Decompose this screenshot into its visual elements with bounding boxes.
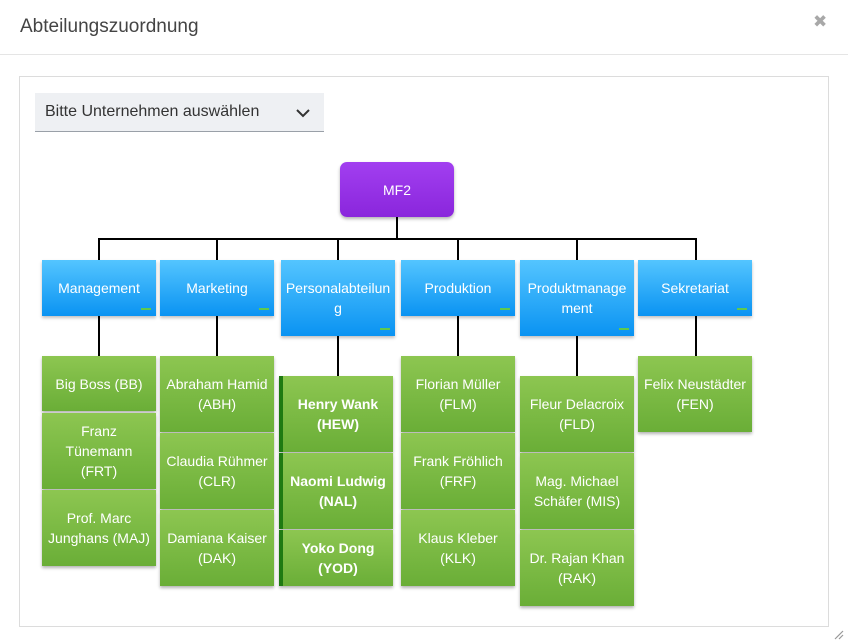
employee-node[interactable]: Abraham Hamid (ABH) bbox=[160, 356, 274, 432]
close-icon[interactable]: ✖ bbox=[813, 12, 828, 31]
connector-emp-4 bbox=[457, 316, 459, 356]
connector-dept-2 bbox=[216, 238, 218, 260]
employee-label: Dr. Rajan Khan (RAK) bbox=[529, 550, 625, 586]
collapse-icon[interactable] bbox=[500, 308, 510, 310]
collapse-icon[interactable] bbox=[380, 328, 390, 330]
employee-node[interactable]: Mag. Michael Schäfer (MIS) bbox=[520, 453, 634, 529]
org-chart-panel bbox=[19, 76, 829, 627]
dept-label: Produktmanagement bbox=[527, 280, 627, 316]
employee-label: Naomi Ludwig (NAL) bbox=[290, 473, 386, 509]
connector-dept-4 bbox=[457, 238, 459, 260]
dept-personalabteilung[interactable]: Personalabteilung bbox=[281, 260, 395, 336]
connector-dept-3 bbox=[337, 238, 339, 260]
dept-label: Management bbox=[58, 280, 140, 296]
employee-label: Abraham Hamid (ABH) bbox=[166, 376, 268, 412]
employee-node-selected[interactable]: Yoko Dong (YOD) bbox=[279, 530, 393, 586]
dept-label: Personalabteilung bbox=[285, 280, 391, 316]
employee-label: Big Boss (BB) bbox=[55, 375, 143, 392]
connector-emp-2 bbox=[216, 316, 218, 356]
employee-label: Fleur Delacroix (FLD) bbox=[529, 396, 625, 432]
employee-node[interactable]: Prof. Marc Junghans (MAJ) bbox=[42, 490, 156, 566]
collapse-icon[interactable] bbox=[737, 308, 747, 310]
employee-node-selected[interactable]: Henry Wank (HEW) bbox=[279, 376, 393, 452]
employee-node[interactable]: Fleur Delacroix (FLD) bbox=[520, 376, 634, 452]
chevron-down-icon bbox=[296, 109, 310, 118]
dept-management[interactable]: Management bbox=[42, 260, 156, 316]
dept-sekretariat[interactable]: Sekretariat bbox=[638, 260, 752, 316]
employee-node[interactable]: Franz Tünemann (FRT) bbox=[42, 413, 156, 489]
employee-label: Frank Fröhlich (FRF) bbox=[413, 453, 503, 489]
employee-label: Damiana Kaiser (DAK) bbox=[167, 530, 267, 566]
dialog-header: Abteilungszuordnung ✖ bbox=[0, 0, 848, 55]
connector-dept-1 bbox=[98, 238, 100, 260]
employee-node[interactable]: Dr. Rajan Khan (RAK) bbox=[520, 530, 634, 606]
company-select-label: Bitte Unternehmen auswählen bbox=[45, 103, 260, 120]
employee-label: Florian Müller (FLM) bbox=[415, 376, 501, 412]
collapse-icon[interactable] bbox=[141, 308, 151, 310]
employee-node[interactable]: Florian Müller (FLM) bbox=[401, 356, 515, 432]
dept-label: Produktion bbox=[424, 280, 492, 296]
connector-emp-5 bbox=[576, 336, 578, 376]
company-select[interactable]: Bitte Unternehmen auswählen bbox=[35, 93, 324, 132]
collapse-icon[interactable] bbox=[259, 308, 269, 310]
dept-produktmanagement[interactable]: Produktmanagement bbox=[520, 260, 634, 336]
employee-node[interactable]: Big Boss (BB) bbox=[42, 356, 156, 411]
employee-label: Felix Neustädter (FEN) bbox=[644, 376, 746, 412]
resize-handle-icon[interactable] bbox=[832, 628, 844, 640]
connector-emp-6 bbox=[695, 316, 697, 356]
employee-node[interactable]: Damiana Kaiser (DAK) bbox=[160, 510, 274, 586]
employee-label: Henry Wank (HEW) bbox=[297, 396, 379, 432]
dialog-title: Abteilungszuordnung bbox=[20, 16, 199, 37]
org-root-node[interactable]: MF2 bbox=[340, 162, 454, 217]
employee-node[interactable]: Klaus Kleber (KLK) bbox=[401, 510, 515, 586]
connector-dept-6 bbox=[695, 238, 697, 260]
employee-node-selected[interactable]: Naomi Ludwig (NAL) bbox=[279, 453, 393, 529]
employee-node[interactable]: Frank Fröhlich (FRF) bbox=[401, 433, 515, 509]
employee-label: Mag. Michael Schäfer (MIS) bbox=[533, 473, 621, 509]
connector-emp-3 bbox=[337, 336, 339, 376]
employee-label: Franz Tünemann (FRT) bbox=[65, 423, 133, 479]
dept-label: Sekretariat bbox=[661, 280, 729, 296]
employee-node[interactable]: Felix Neustädter (FEN) bbox=[638, 356, 752, 432]
collapse-icon[interactable] bbox=[619, 328, 629, 330]
connector-horizontal bbox=[98, 238, 697, 240]
dept-marketing[interactable]: Marketing bbox=[160, 260, 274, 316]
employee-node[interactable]: Claudia Rühmer (CLR) bbox=[160, 433, 274, 509]
employee-label: Klaus Kleber (KLK) bbox=[418, 530, 498, 566]
dept-produktion[interactable]: Produktion bbox=[401, 260, 515, 316]
connector-root-down bbox=[396, 217, 398, 239]
employee-label: Yoko Dong (YOD) bbox=[301, 540, 375, 576]
employee-label: Prof. Marc Junghans (MAJ) bbox=[48, 510, 150, 546]
dept-label: Marketing bbox=[186, 280, 248, 296]
employee-label: Claudia Rühmer (CLR) bbox=[166, 453, 268, 489]
connector-emp-1 bbox=[98, 316, 100, 356]
connector-dept-5 bbox=[576, 238, 578, 260]
